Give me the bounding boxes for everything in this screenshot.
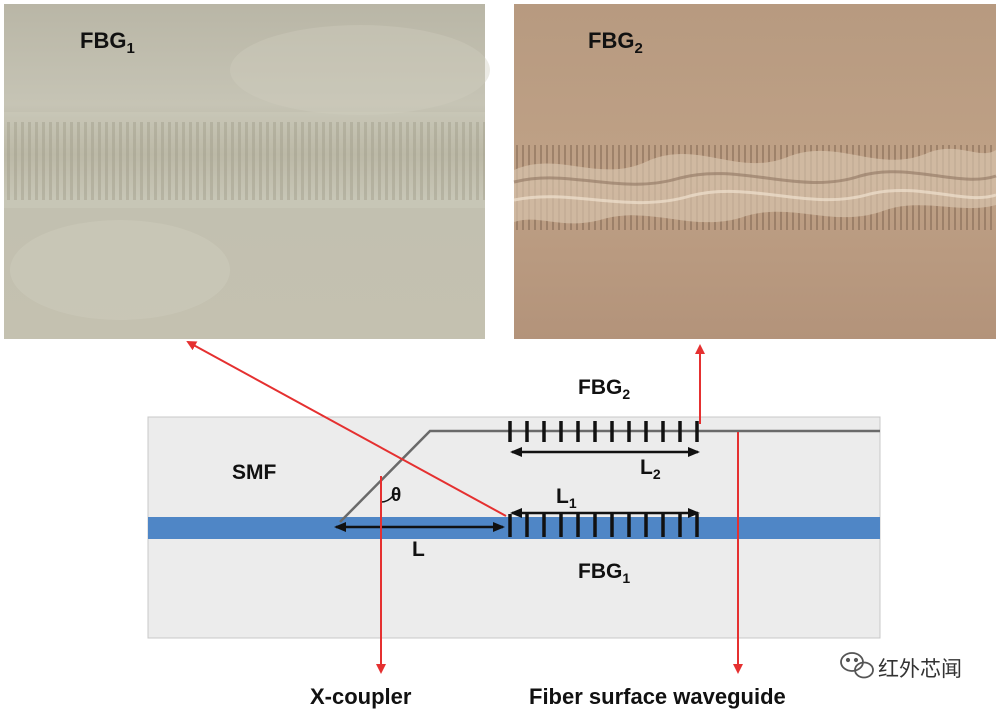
fbg2-micrograph: FBG2: [513, 4, 997, 339]
fbg1-schematic-label: FBG1: [578, 560, 630, 586]
wechat-icon: [840, 652, 874, 679]
fbg2-schematic-label: FBG2: [578, 376, 630, 402]
l-label: L: [412, 538, 425, 561]
l2-label: L2: [640, 456, 661, 482]
l1-label: L1: [556, 485, 577, 511]
waveguide-label: Fiber surface waveguide: [529, 684, 786, 709]
watermark-text: 红外芯闻: [878, 657, 962, 681]
callout-arrows: [186, 341, 743, 674]
smf-core: [148, 517, 880, 539]
x-coupler-label: X-coupler: [310, 684, 412, 709]
theta-arc: [380, 495, 394, 503]
schematic: SMF θ L L1 L2 FBG2 FBG1: [147, 376, 881, 639]
smf-label: SMF: [232, 461, 277, 484]
fbg1-callout-arrow: [186, 341, 507, 517]
theta-label: θ: [391, 485, 401, 506]
fbg2-grating: [508, 421, 699, 442]
fbg2-micrograph-label: FBG2: [588, 28, 643, 57]
fbg1-micrograph: FBG1: [4, 4, 490, 339]
surface-waveguide: [339, 429, 880, 523]
fbg1-micrograph-label: FBG1: [80, 28, 135, 57]
watermark: 红外芯闻: [840, 652, 962, 681]
